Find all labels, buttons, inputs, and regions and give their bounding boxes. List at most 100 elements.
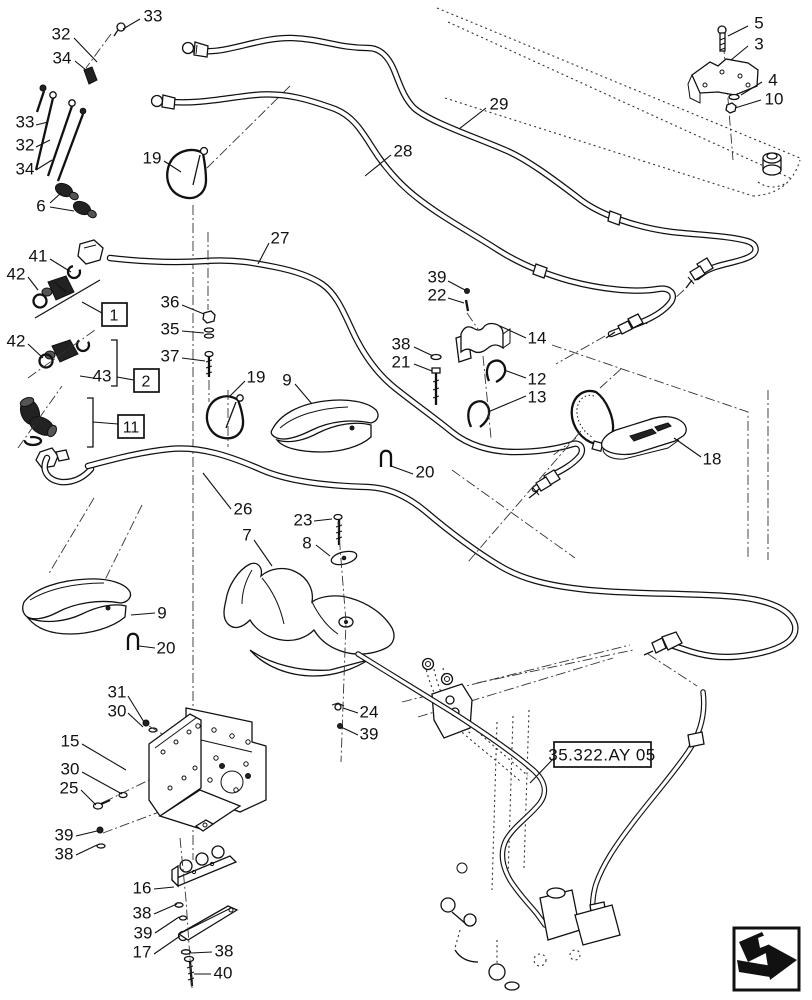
leader-line (181, 330, 205, 334)
assembly-box-label-11: 11 (123, 420, 140, 437)
callout-4-9: 4 (768, 71, 777, 90)
callout-33-0: 33 (144, 7, 163, 26)
callout-37-19: 37 (161, 347, 180, 366)
washers-38-39 (174, 902, 188, 921)
hose-27 (106, 254, 586, 499)
callout-6-6: 6 (36, 197, 45, 216)
leader-line (75, 830, 98, 837)
callout-22-23: 22 (428, 286, 447, 305)
leader-line (35, 121, 49, 126)
callout-38-47: 38 (55, 845, 74, 864)
leader-line (74, 60, 87, 71)
hose-to-manifold-right (587, 689, 707, 941)
saddle-clamp-14 (460, 322, 504, 354)
reference-box-label[interactable]: 35.322.AY 05 (548, 746, 655, 765)
leader-line (49, 258, 72, 273)
callout-29-11: 29 (490, 95, 509, 114)
callout-19-30: 19 (247, 368, 266, 387)
clamp-group-middle (430, 288, 511, 439)
spring-washer-43b (23, 435, 43, 447)
callout-23-34: 23 (294, 511, 313, 530)
hose-29-left-fitting (181, 41, 209, 58)
callout-18-29: 18 (703, 450, 722, 469)
washer-38a (430, 353, 442, 361)
callout-28-12: 28 (394, 142, 413, 161)
hose-26 (35, 445, 799, 687)
leader-line (342, 707, 359, 714)
leader-line (138, 645, 156, 649)
centerline-bolt-stack (179, 837, 193, 989)
fitting-group-2 (27, 329, 118, 387)
leader-line (673, 437, 702, 458)
leader-line (294, 383, 313, 405)
hose-29 (181, 34, 759, 326)
leader-line (81, 743, 127, 771)
group-bracket-43 (111, 339, 118, 387)
support-bracket-15 (148, 707, 267, 832)
callout-41-15: 41 (29, 247, 48, 266)
reference-box-leader (529, 757, 555, 784)
leader-line (253, 539, 273, 567)
group-bracket-11 (87, 397, 94, 448)
leader-line (413, 363, 433, 372)
washer-4 (728, 93, 740, 101)
bolt-5 (717, 25, 727, 52)
leader-line (153, 935, 181, 955)
callout-layer: 3332343332346534102928271941423635374243… (7, 7, 784, 983)
callout-33-3: 33 (16, 113, 35, 132)
fitting-group-1 (32, 239, 104, 319)
leader-line (81, 771, 123, 795)
leader-line (390, 465, 414, 475)
page-turn-arrow-icon[interactable] (732, 926, 801, 992)
reference-box[interactable] (553, 741, 652, 768)
callout-32-4: 32 (16, 136, 35, 155)
leader-line (92, 421, 119, 425)
callout-42-16: 42 (7, 265, 26, 284)
o-ring-42b (38, 353, 54, 369)
hose-26-left-elbow (35, 447, 95, 486)
callout-19-14: 19 (143, 149, 162, 168)
hose-27-hex-nut (77, 239, 104, 265)
bolt-37-head (204, 350, 214, 358)
callout-38-52: 38 (215, 942, 234, 961)
hose-27-right-fitting (528, 469, 561, 499)
callout-20-32: 20 (416, 463, 435, 482)
bracket-15-assembly (92, 707, 267, 849)
leader-line (122, 18, 141, 30)
callout-16-48: 16 (133, 879, 152, 898)
clip-20b (126, 632, 140, 650)
fittings-6 (54, 182, 97, 219)
assembly-box-1 (101, 302, 128, 327)
callout-34-2: 34 (53, 49, 72, 68)
callout-36-17: 36 (161, 293, 180, 312)
hardware-24-39 (331, 702, 345, 729)
callout-30-42: 30 (108, 702, 127, 721)
leader-line (315, 544, 331, 557)
leader-line (740, 81, 763, 96)
washer-35b (203, 333, 215, 339)
leader-line (503, 369, 527, 379)
guard-7 (223, 562, 395, 677)
callout-43-21: 43 (93, 367, 112, 386)
leader-line (127, 712, 144, 728)
hose-28-left-fitting (150, 94, 176, 110)
callout-31-41: 31 (108, 683, 127, 702)
callout-24-39: 24 (360, 703, 379, 722)
bracket-3-assembly (687, 25, 759, 161)
leader-line (49, 206, 75, 212)
callout-13-28: 13 (528, 388, 547, 407)
hose-guard-9a (270, 399, 379, 453)
callout-34-5: 34 (16, 160, 35, 179)
leader-line (730, 45, 749, 61)
callout-39-46: 39 (55, 826, 74, 845)
callout-9-37: 9 (157, 604, 166, 623)
assembly-box-11 (117, 414, 145, 439)
valve-manifold-cluster (440, 862, 621, 991)
leader-line (458, 107, 487, 130)
ghost-hose-bundle (401, 644, 634, 891)
leader-line (413, 346, 434, 357)
callout-3-8: 3 (754, 35, 763, 54)
hose-to-manifold-left (355, 651, 548, 928)
leader-line (734, 99, 762, 109)
